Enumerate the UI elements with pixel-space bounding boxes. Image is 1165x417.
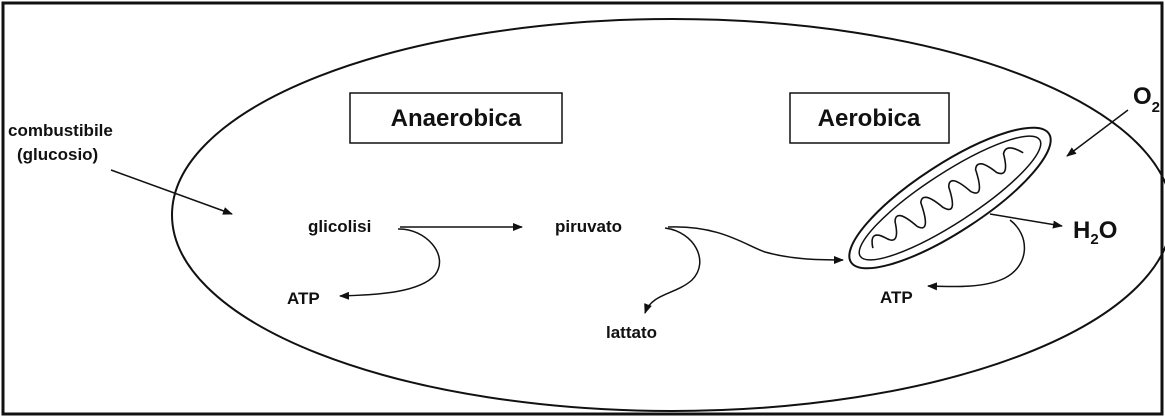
anaerobic-box: Anaerobica — [349, 92, 563, 144]
water-label: H2O — [1073, 217, 1117, 248]
mitochondrion-icon — [848, 126, 1052, 270]
atp-anaerobic-label: ATP — [287, 289, 320, 308]
oxygen-label: O2 — [1133, 83, 1160, 116]
water-arrow — [989, 213, 1063, 229]
glycolysis-label: glicolisi — [308, 217, 371, 236]
aerobic-box: Aerobica — [789, 92, 950, 144]
aerobic-label: Aerobica — [818, 105, 921, 132]
cell-outline — [171, 18, 1165, 412]
mitochondrion-to-atp-arrow — [927, 219, 1026, 291]
fuel-label-line2: (glucosio) — [17, 145, 98, 164]
glycolysis-to-atp-arrow — [339, 228, 441, 300]
fuel-arrow — [110, 169, 233, 215]
fuel-label-line1: combustibile — [8, 121, 113, 140]
pyruvate-to-lactate-arrow — [644, 227, 701, 314]
atp-aerobic-label: ATP — [880, 288, 913, 307]
pyruvate-label: piruvato — [555, 217, 622, 236]
pyruvate-to-mitochondrion-arrow — [667, 226, 844, 264]
oxygen-arrow — [1066, 109, 1129, 157]
lactate-label: lattato — [606, 323, 657, 342]
anaerobic-label: Anaerobica — [391, 105, 522, 132]
